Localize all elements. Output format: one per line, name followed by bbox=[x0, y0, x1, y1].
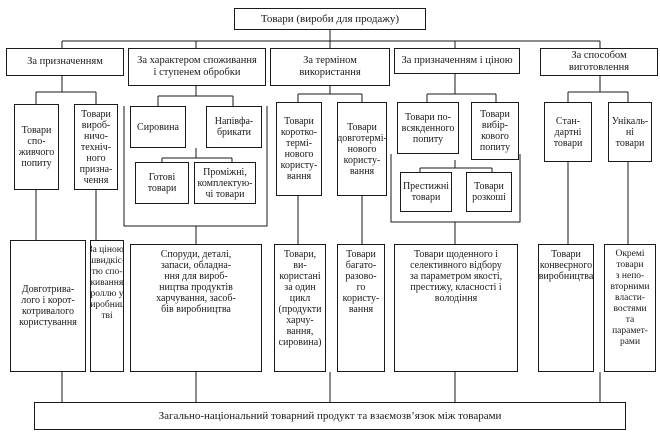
group-intermediate-goods: Проміжні, комплектую- чі товари bbox=[194, 162, 256, 204]
group-prestige-goods: Престижні товари bbox=[400, 172, 452, 212]
desc-long-short-use: Довготрива- лого і корот- котривалого ко… bbox=[10, 240, 86, 372]
desc-individual: Окремі товари з непо- вторними власти- в… bbox=[604, 244, 656, 372]
group-luxury-goods: Товари розкоші bbox=[466, 172, 512, 212]
group-long-term: Товари довготермі- нового користу- вання bbox=[337, 102, 387, 196]
group-finished-goods: Готові товари bbox=[135, 162, 189, 204]
group-industrial-goods: Товари вироб- ничо- техніч- ного призна-… bbox=[74, 104, 118, 190]
group-semi-finished: Напівфа- брикати bbox=[206, 106, 262, 148]
desc-multi-use: Товари багато- разово- го користу- вання bbox=[337, 244, 385, 372]
group-short-term: Товари коротко- термі- нового користу- в… bbox=[276, 102, 322, 196]
group-unique-goods: Унікаль- ні товари bbox=[608, 102, 652, 162]
desc-price-speed: За ціною, швидкіс- тю спо- живання, ролл… bbox=[90, 240, 124, 372]
category-method: За способом виготовлення bbox=[540, 48, 658, 76]
desc-conveyor: Товари конвеєрного виробництва bbox=[538, 244, 594, 372]
group-consumer-goods: Товари спо- живчого попиту bbox=[14, 104, 59, 190]
category-purpose-price: За призначенням і ціною bbox=[394, 48, 520, 74]
footer-national-product: Загально-національний товарний продукт т… bbox=[34, 402, 626, 430]
desc-single-cycle: Товари, ви- користані за один цикл (прод… bbox=[274, 244, 326, 372]
group-standard-goods: Стан- дартні товари bbox=[544, 102, 592, 162]
category-term: За терміном використання bbox=[270, 48, 390, 86]
category-purpose: За призначенням bbox=[6, 48, 124, 76]
root-node: Товари (вироби для продажу) bbox=[234, 8, 426, 30]
group-selective-demand: Товари вибір- кового попиту bbox=[471, 102, 519, 160]
category-consumption: За характером споживання і ступенем обро… bbox=[128, 48, 266, 86]
desc-daily-selective: Товари щоденного і селективного відбору … bbox=[394, 244, 518, 372]
group-raw-materials: Сировина bbox=[130, 106, 186, 148]
desc-structures: Споруди, деталі, запаси, обладна- ння дл… bbox=[130, 244, 262, 372]
group-daily-demand: Товари по- всякденного попиту bbox=[397, 102, 459, 154]
